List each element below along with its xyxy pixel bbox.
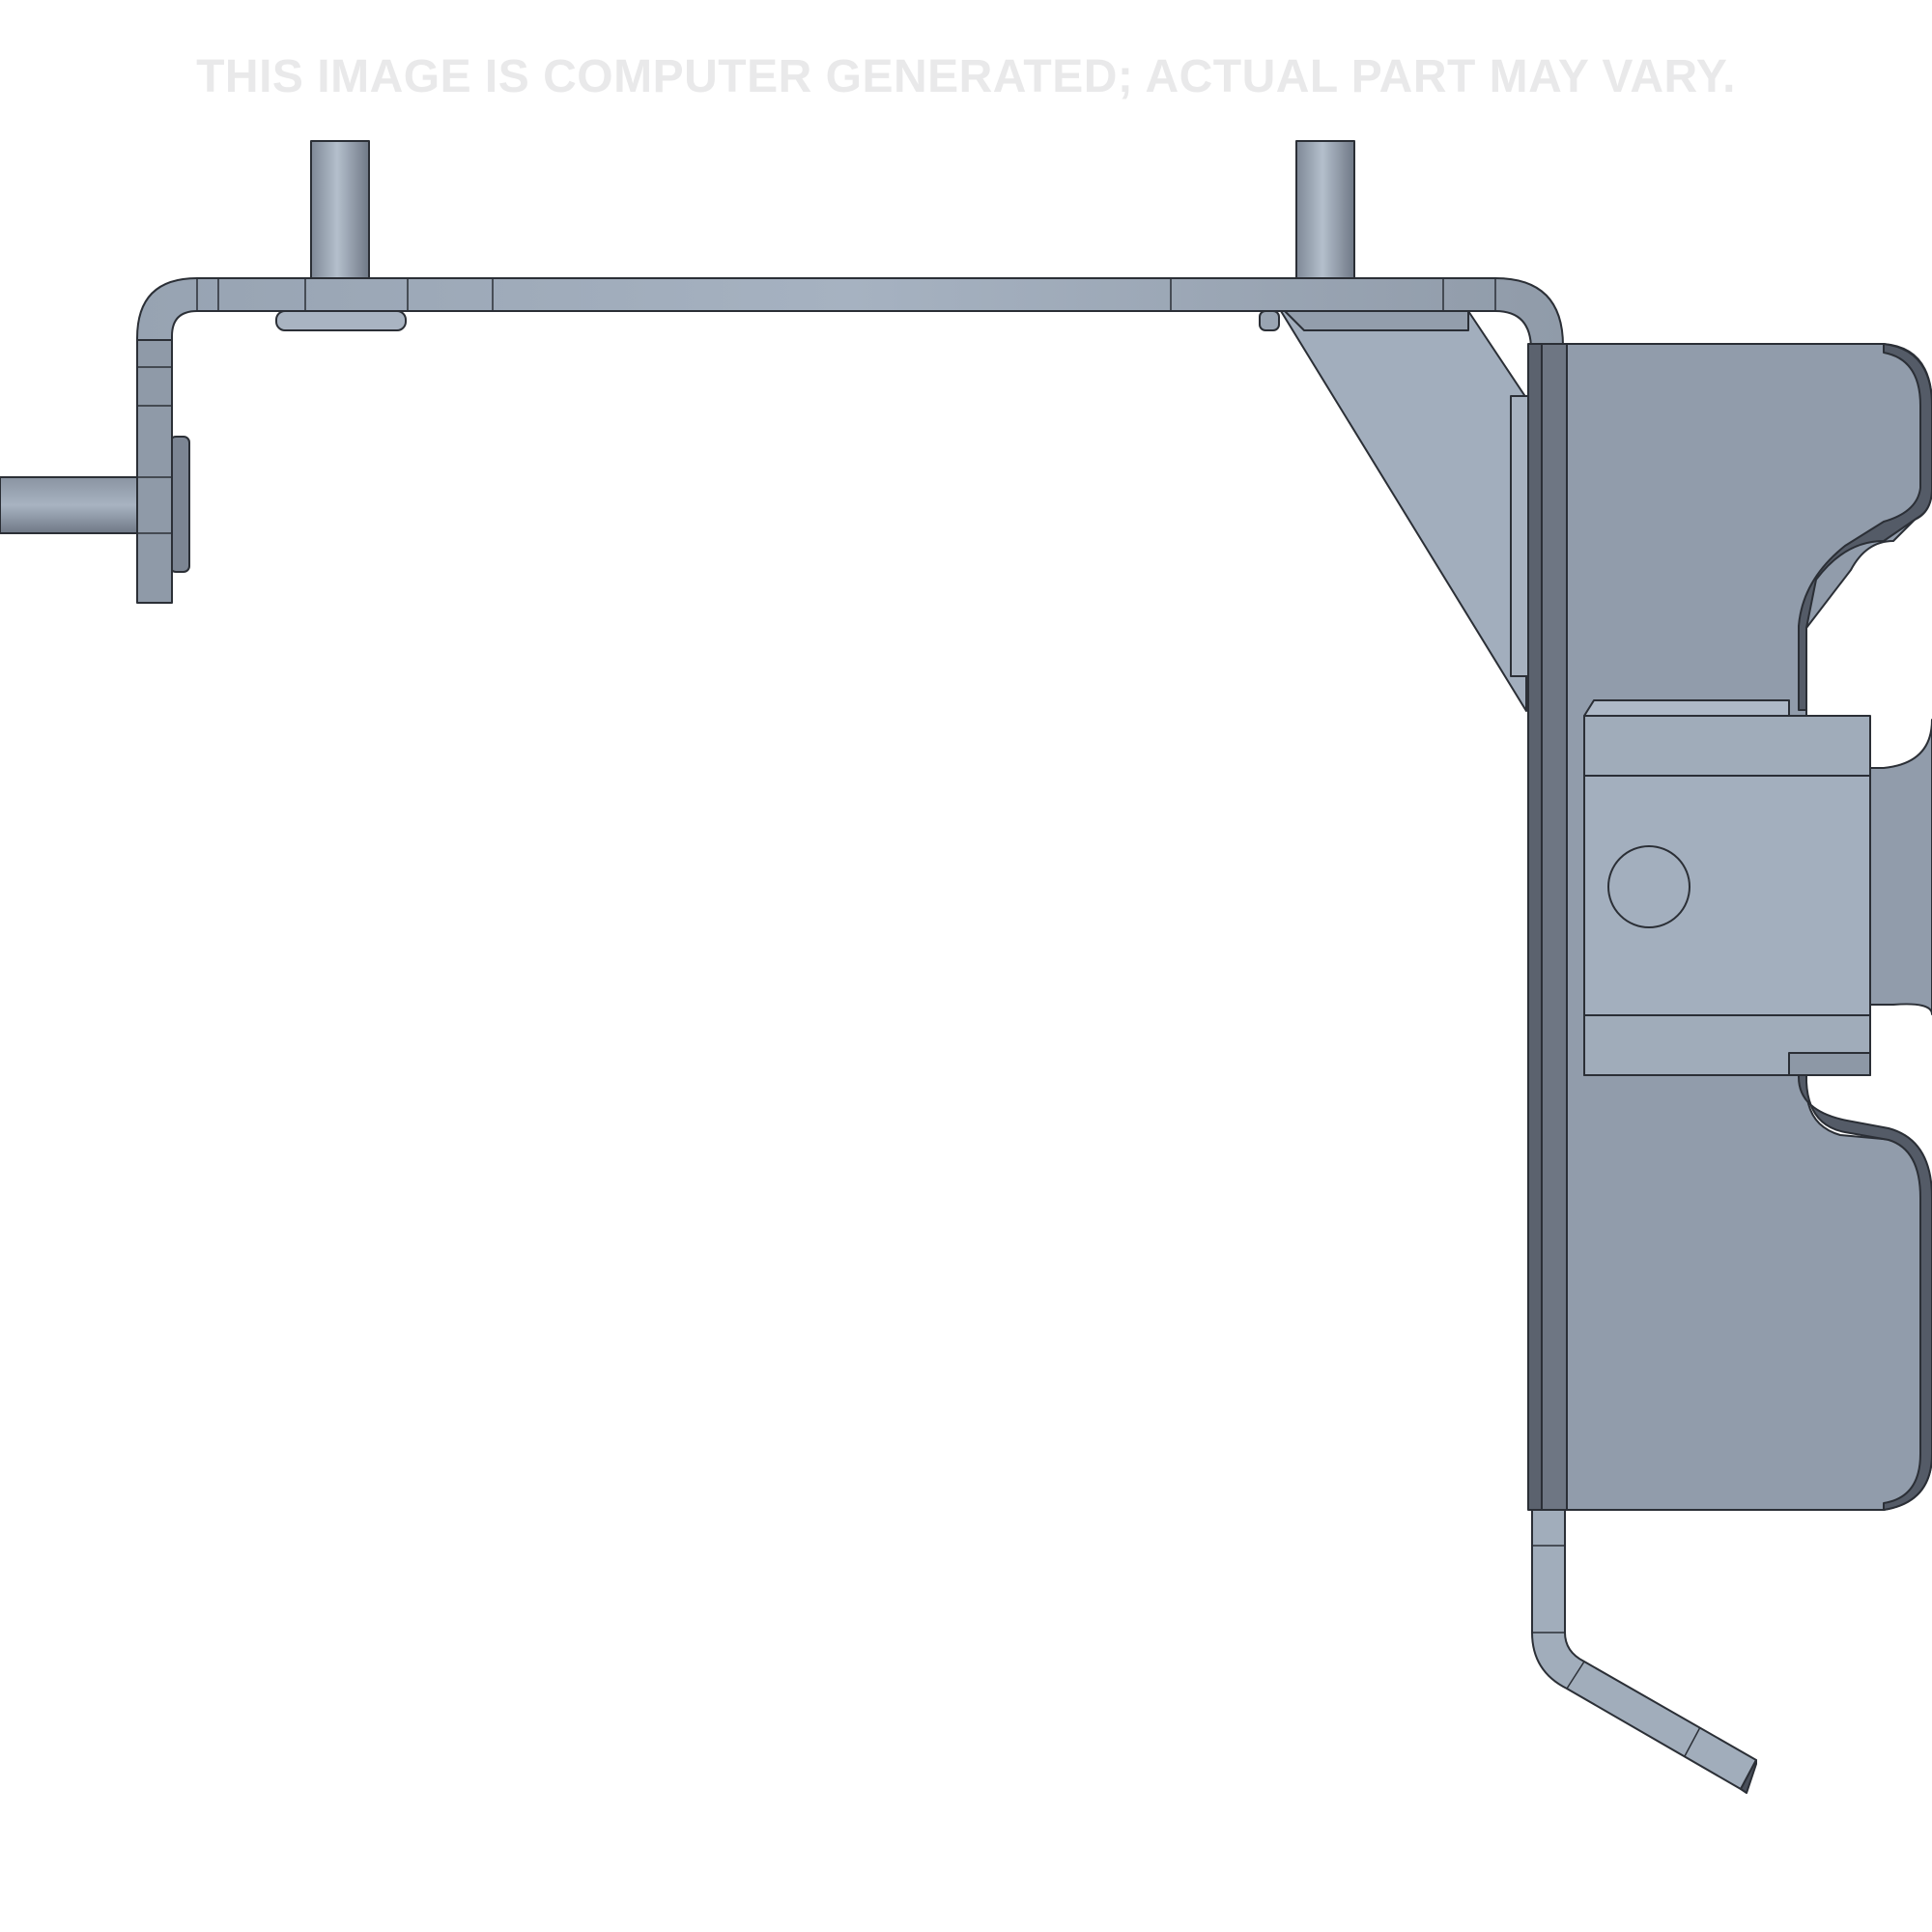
- bottom-tail: [1531, 1509, 1757, 1794]
- center-clip: [1583, 699, 1871, 1076]
- disclaimer-notice: THIS IMAGE IS COMPUTER GENERATED; ACTUAL…: [196, 51, 1736, 102]
- top-plate: [136, 277, 1564, 368]
- mount-hole: [1607, 845, 1690, 928]
- left-rod: [0, 476, 146, 534]
- left-flange: [136, 339, 190, 604]
- pin-right: [1259, 140, 1355, 331]
- gusset: [1280, 310, 1527, 712]
- pin-left: [275, 140, 407, 331]
